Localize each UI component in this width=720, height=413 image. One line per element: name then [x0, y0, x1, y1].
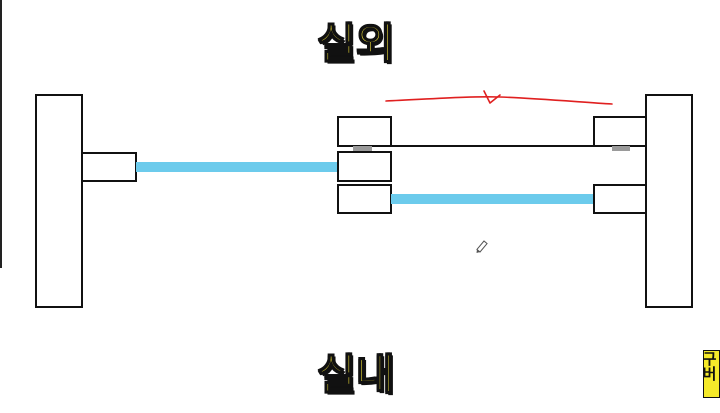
right-fitting-top: [593, 116, 647, 147]
right-fitting-bottom: [593, 184, 647, 214]
red-checkmark: [483, 90, 501, 104]
red-annotation-stroke: [385, 96, 613, 105]
left-wall: [35, 94, 83, 308]
right-blue-pipe: [391, 194, 594, 204]
left-edge-line: [0, 0, 2, 268]
left-blue-pipe: [136, 162, 338, 172]
right-seal: [612, 146, 630, 151]
corner-badge: 구버: [703, 350, 720, 398]
right-wall: [645, 94, 693, 308]
middle-fitting-center: [337, 151, 392, 182]
indoor-label: 실내: [317, 349, 396, 400]
pen-cursor-icon: [476, 240, 488, 254]
middle-fitting-top: [337, 116, 392, 147]
outdoor-label: 실외: [317, 18, 396, 69]
middle-fitting-bottom: [337, 184, 392, 214]
middle-seal: [353, 146, 372, 151]
left-wall-fitting: [81, 152, 137, 182]
